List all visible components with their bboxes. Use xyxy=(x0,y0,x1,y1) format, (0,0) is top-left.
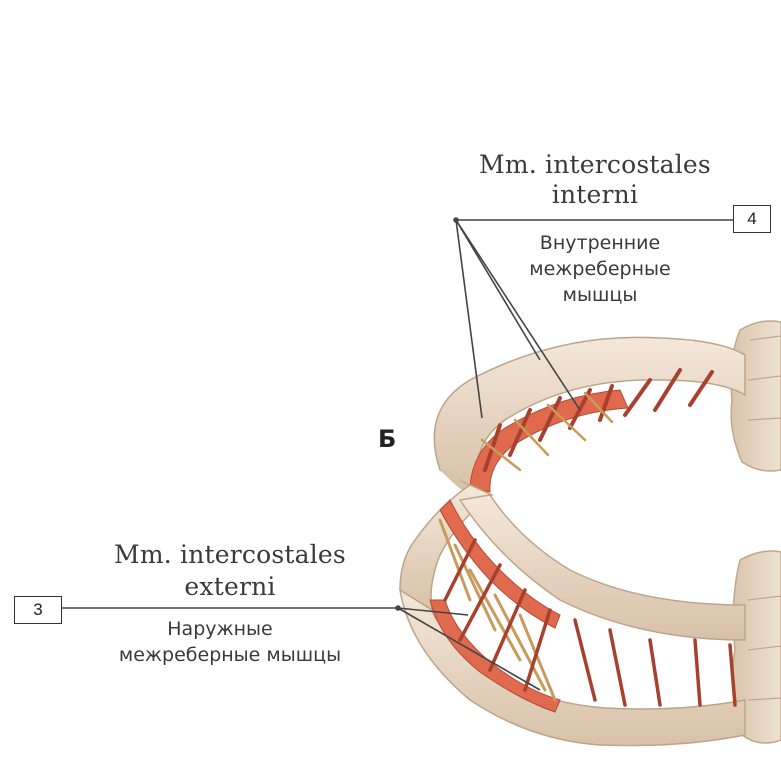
callout-3-box: 3 xyxy=(14,596,62,624)
callout-4-russian-line3: мышцы xyxy=(495,284,705,306)
callout-4-latin-line2: interni xyxy=(470,180,720,209)
callout-3-russian-line1: Наружные xyxy=(120,618,320,640)
callout-4-box: 4 xyxy=(733,205,771,233)
callout-4-russian-line1: Внутренние xyxy=(495,232,705,254)
callout-3-latin-line2: externi xyxy=(165,572,295,601)
callout-4-latin-line1: Mm. intercostales xyxy=(470,150,720,179)
callout-4-russian-line2: межреберные xyxy=(495,258,705,280)
callout-3-russian-line2: межреберные мышцы xyxy=(80,644,380,666)
callout-3-latin-line1: Mm. intercostales xyxy=(105,540,355,569)
section-letter: Б xyxy=(378,425,396,453)
